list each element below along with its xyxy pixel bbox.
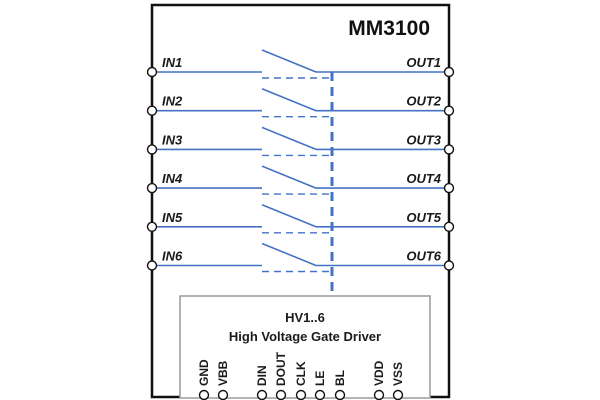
output-terminal [443, 182, 455, 194]
driver-pin-terminal [373, 389, 385, 400]
input-label: IN1 [162, 55, 182, 70]
driver-pin-gnd: GND [197, 359, 211, 400]
output-terminal [443, 66, 455, 78]
channel-1: IN1 OUT1 [146, 49, 455, 79]
input-terminal [146, 182, 158, 194]
driver-pin-terminal [198, 389, 210, 400]
channel-4: IN4 OUT4 [146, 165, 455, 195]
switch-arm [261, 204, 317, 228]
output-terminal [443, 144, 455, 155]
chip-title: MM3100 [348, 17, 430, 40]
driver-pin-label: VSS [391, 362, 405, 386]
driver-pin-terminal [314, 389, 326, 400]
driver-pin-terminal [275, 389, 287, 400]
input-label: IN3 [162, 132, 183, 147]
output-label: OUT6 [406, 249, 441, 264]
driver-pin-terminal [256, 389, 268, 400]
output-label: OUT1 [406, 55, 441, 70]
driver-pin-vbb: VBB [216, 360, 230, 400]
driver-pin-label: DIN [255, 365, 269, 386]
switch-arm [261, 165, 317, 189]
driver-name: High Voltage Gate Driver [229, 329, 381, 344]
driver-pin-vss: VSS [391, 362, 405, 400]
output-terminal [443, 260, 455, 271]
driver-pin-label: VBB [216, 360, 230, 386]
output-terminal [443, 221, 455, 233]
driver-pin-terminal [392, 389, 404, 400]
driver-pin-terminal [334, 389, 346, 400]
driver-pin-terminal [295, 389, 307, 400]
input-label: IN6 [162, 249, 183, 264]
driver-pin-le: LE [313, 371, 327, 400]
driver-pin-terminal [217, 389, 229, 400]
driver-bus-label: HV1..6 [285, 310, 325, 325]
input-terminal [146, 144, 158, 155]
channel-5: IN5 OUT5 [146, 204, 455, 234]
output-terminal [443, 105, 455, 116]
input-terminal [146, 105, 158, 116]
driver-pin-bl: BL [333, 370, 347, 400]
output-label: OUT3 [406, 132, 441, 147]
driver-pin-clk: CLK [294, 361, 308, 400]
switch-arm [261, 242, 317, 267]
input-label: IN2 [162, 94, 183, 109]
driver-pin-label: BL [333, 370, 347, 386]
driver-pins: GND VBB DIN DOUT CLK LE BL VDD VSS [197, 351, 405, 400]
driver-pin-din: DIN [255, 365, 269, 400]
channel-3: IN3 OUT3 [146, 126, 455, 157]
input-terminal [146, 260, 158, 271]
output-label: OUT5 [406, 210, 441, 225]
driver-pin-label: DOUT [274, 351, 288, 386]
driver-pin-label: CLK [294, 361, 308, 386]
input-terminal [146, 221, 158, 233]
channel-2: IN2 OUT2 [146, 87, 455, 118]
input-label: IN5 [162, 210, 183, 225]
gate-driver-box [179, 295, 431, 399]
input-label: IN4 [162, 171, 183, 186]
switch-arm [261, 49, 317, 73]
driver-pin-vdd: VDD [372, 360, 386, 400]
driver-pin-label: VDD [372, 360, 386, 386]
driver-pin-label: GND [197, 359, 211, 386]
output-label: OUT4 [406, 171, 441, 186]
driver-pin-label: LE [313, 371, 327, 386]
switch-arm [261, 87, 317, 112]
output-label: OUT2 [406, 94, 441, 109]
switch-arm [261, 126, 317, 151]
channel-6: IN6 OUT6 [146, 242, 455, 273]
input-terminal [146, 66, 158, 78]
